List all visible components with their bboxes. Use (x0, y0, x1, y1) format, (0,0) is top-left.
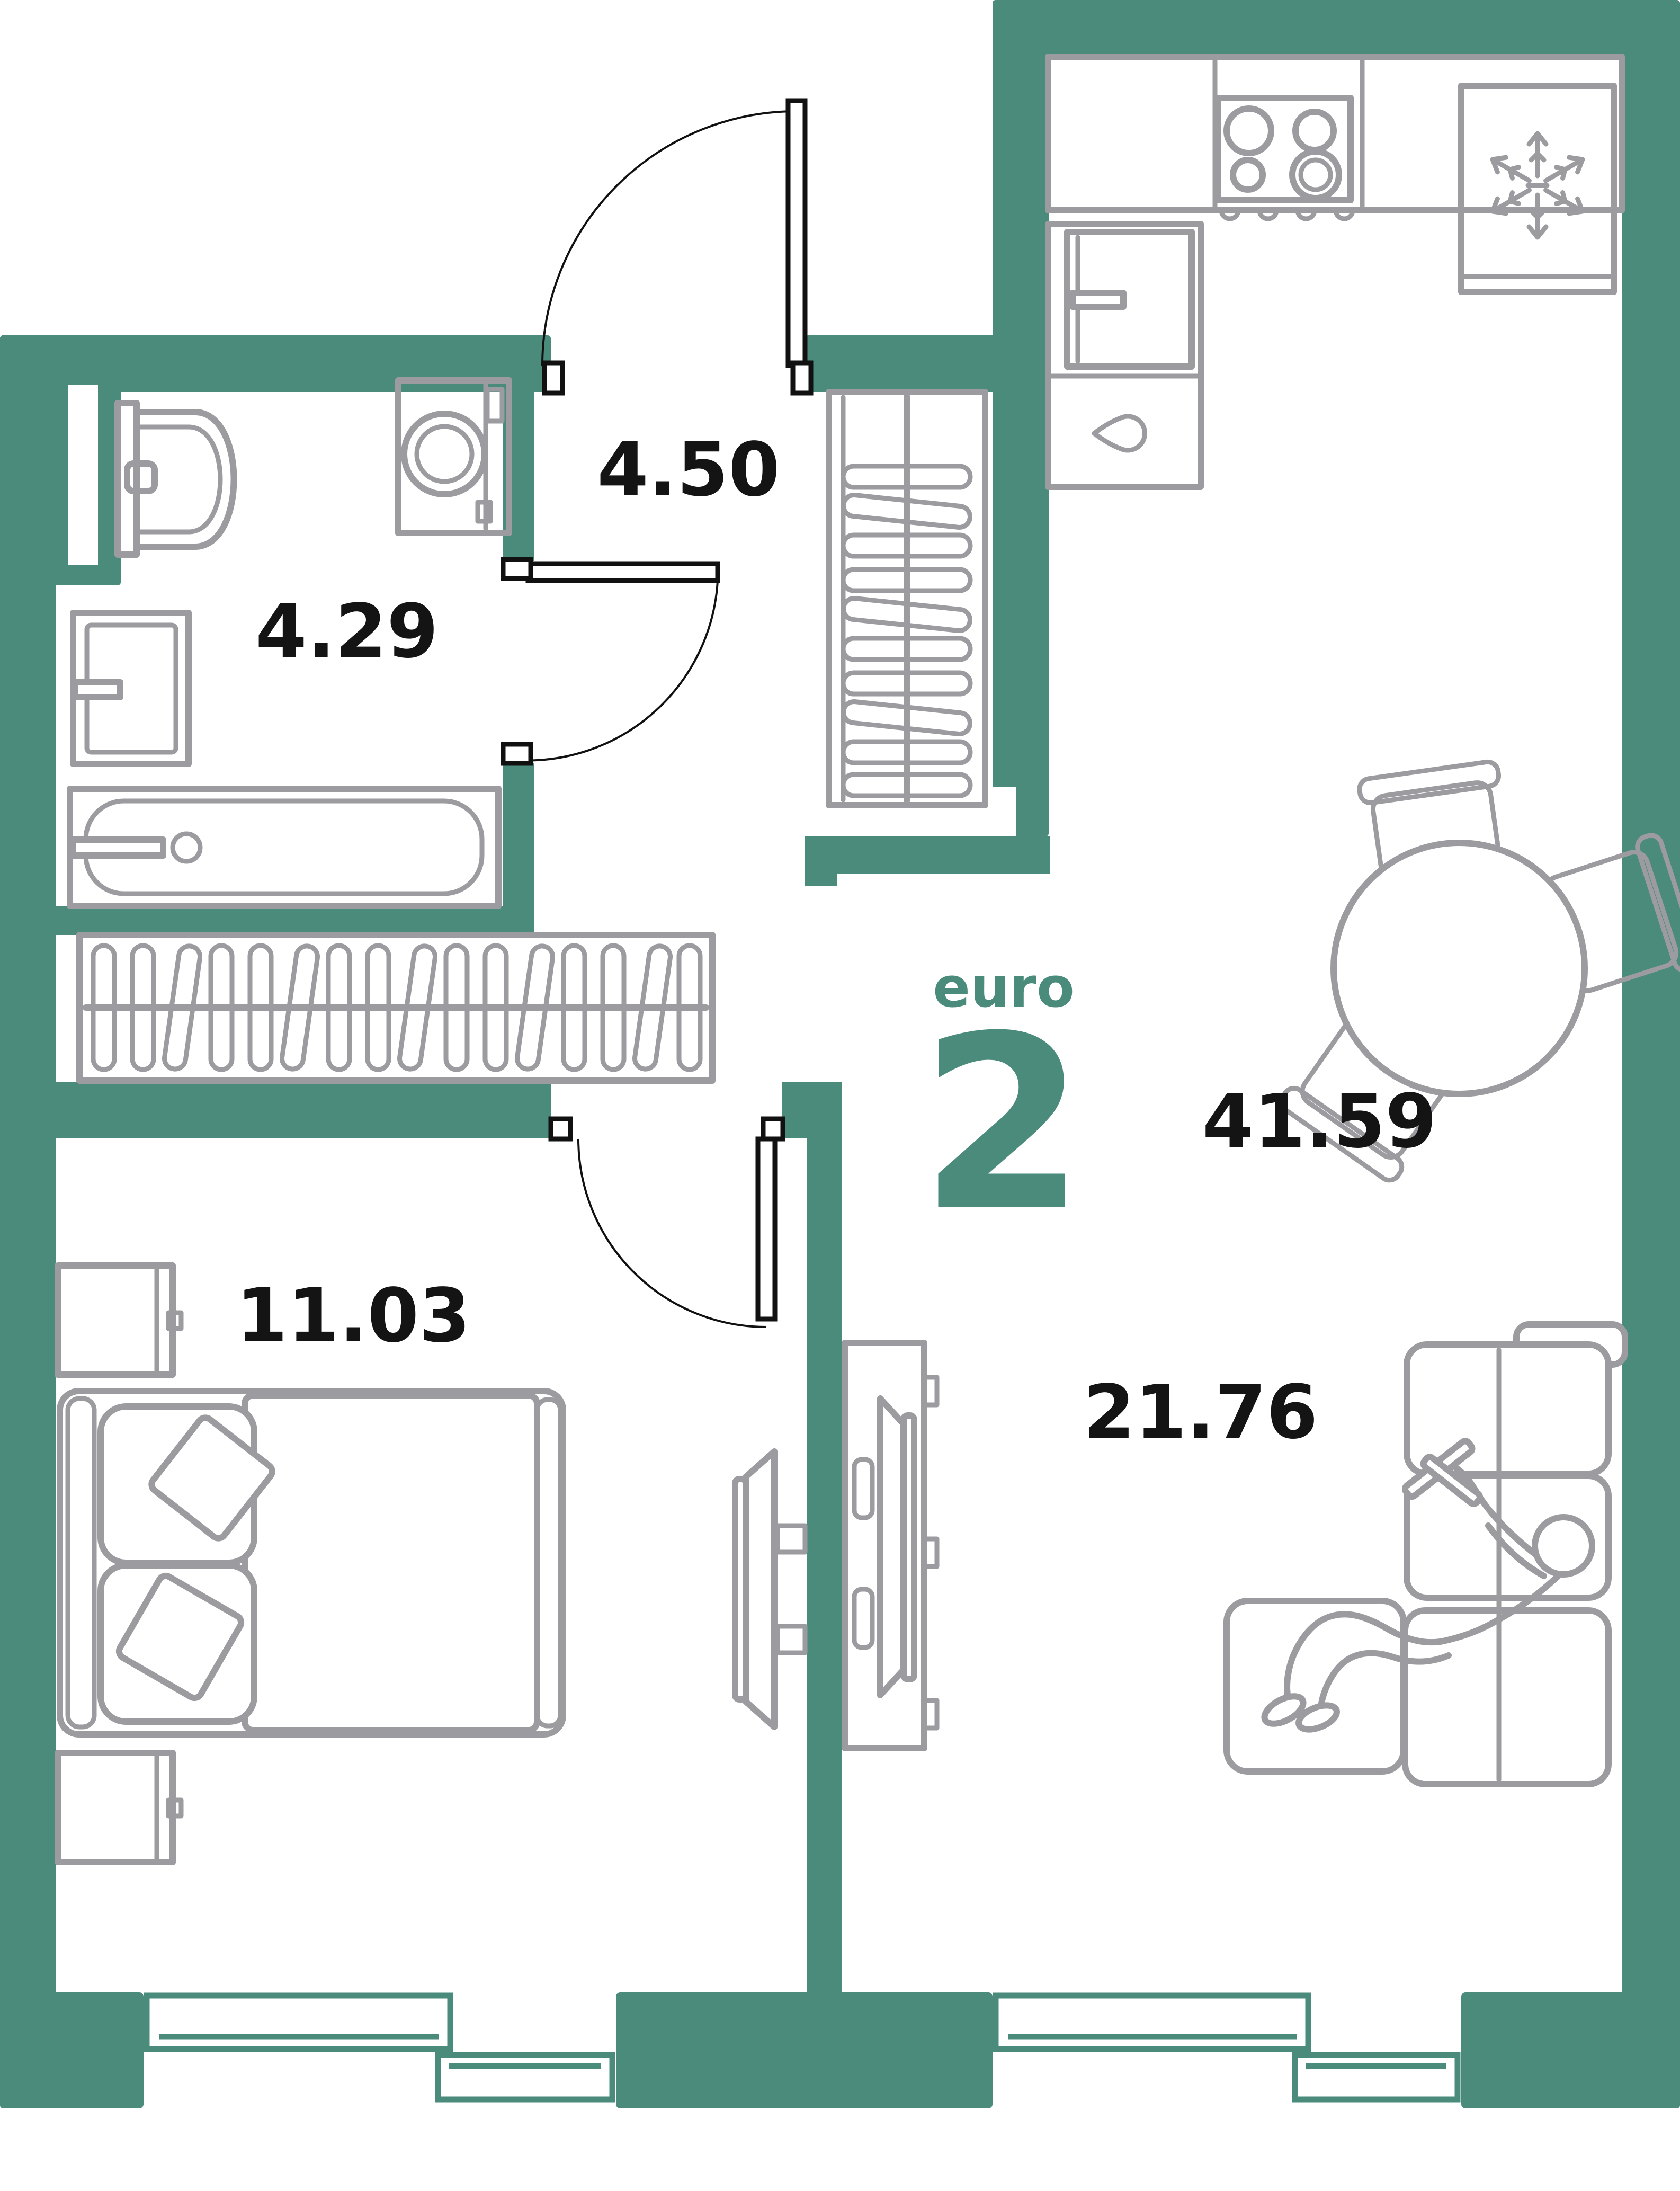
sofa-section (1404, 1341, 1612, 1477)
bathtub-tap (70, 836, 166, 859)
drop-icon (1092, 414, 1148, 453)
wall-bedroom-living (807, 1082, 842, 2014)
rooms-count: 2 (919, 984, 1086, 1263)
pillow (97, 1403, 275, 1566)
wall-hallway-bottom (805, 836, 1050, 874)
tv-bracket (775, 1624, 808, 1655)
person-arm (1485, 1522, 1547, 1579)
bedroom-door (548, 1116, 785, 1328)
person-foot (1295, 1702, 1340, 1733)
snowflake-icon (1490, 131, 1585, 240)
toilet (114, 400, 237, 558)
wall-hallway-stub (805, 874, 837, 886)
pier-bottom-left (0, 1992, 144, 2108)
person-torso (1440, 1571, 1563, 1644)
pillow (97, 1562, 257, 1725)
living-window (993, 1992, 1461, 2103)
living-tv-screen (900, 1412, 917, 1682)
wall-bedroom-top (0, 1082, 551, 1138)
blanket (242, 1392, 540, 1733)
person-leg (1318, 1650, 1452, 1706)
bathroom-door-arc (517, 580, 719, 762)
closet-hangers (841, 464, 973, 798)
stove (1215, 95, 1355, 221)
tv-screen (732, 1476, 749, 1703)
tv-bracket (775, 1523, 808, 1555)
pier-bottom-center (616, 1992, 993, 2108)
bed (57, 1388, 566, 1738)
bedroom-wardrobe (76, 932, 716, 1084)
burner (1230, 157, 1266, 193)
headboard (65, 1396, 97, 1730)
wall-notch (993, 787, 1016, 836)
bathroom-area-label: 4.29 (255, 589, 438, 675)
footboard (534, 1397, 563, 1729)
shaft-niche (68, 385, 98, 565)
kitchen-counter (1045, 54, 1625, 490)
plan-type-label: euro (933, 955, 1074, 1020)
living-area-label: 21.76 (1084, 1369, 1318, 1456)
hallway-area-label: 4.50 (597, 427, 780, 513)
bathroom-door-leaf (525, 561, 720, 583)
nightstand-top (55, 1262, 184, 1378)
bathroom-door (501, 557, 720, 766)
laptop (1401, 1438, 1484, 1507)
sofa-section (1402, 1607, 1612, 1787)
wall-right-exterior (1622, 42, 1680, 2108)
tv-unit-foot (922, 1375, 940, 1408)
kitchen-sink (1064, 229, 1195, 370)
wall-kitchen-top (993, 0, 1680, 57)
bedroom-tv (732, 1448, 808, 1730)
bathtub-drain (170, 831, 203, 864)
entrance-door-leaf (785, 98, 808, 368)
walls (0, 0, 1680, 2108)
sink-tap (72, 679, 123, 700)
person-foot (1261, 1693, 1307, 1727)
bedroom-window (144, 1992, 615, 2103)
wall-top-middle (805, 335, 1049, 392)
total-area: 41.59 (1202, 1079, 1437, 1165)
bedroom-area-label: 11.03 (236, 1273, 471, 1359)
plan-summary: euro 2 41.59 (919, 955, 1437, 1263)
living-tv-unit (842, 1340, 940, 1751)
tv-unit-foot (922, 1698, 940, 1731)
wall-left-exterior (0, 335, 56, 2108)
entrance-door-arc (541, 110, 797, 366)
kitchen-tap (1069, 290, 1127, 310)
wardrobe-hangers (91, 943, 703, 1072)
bathroom-door-jamb-top (501, 557, 533, 581)
entrance-door-jamb-left (542, 360, 565, 396)
bathroom-door-jamb-bottom (501, 742, 533, 766)
sofa-chaise (1223, 1598, 1407, 1775)
nightstand-bottom (55, 1750, 184, 1865)
dining-table (1330, 840, 1588, 1097)
tv-unit-foot (922, 1536, 940, 1569)
person-leg (1284, 1611, 1446, 1701)
wall-bathroom-bottom (0, 906, 534, 935)
hallway-closet (826, 389, 988, 808)
bedroom-door-jamb-right (761, 1116, 785, 1142)
wall-kitchen-left (993, 0, 1049, 836)
person-on-sofa (1261, 1438, 1595, 1733)
entrance-door (541, 98, 814, 396)
wall-shaft (0, 335, 121, 585)
washing-machine (395, 377, 512, 536)
bedroom-door-arc (577, 1138, 767, 1328)
fridge (1458, 83, 1617, 295)
bedroom-door-leaf (755, 1136, 778, 1322)
person-head (1532, 1514, 1595, 1578)
entrance-door-jamb-right (790, 360, 814, 396)
stove-knobs (1219, 208, 1355, 221)
bathtub (67, 786, 502, 909)
burner (1289, 148, 1342, 201)
bedroom-door-jamb-left (548, 1116, 573, 1142)
bathroom-sink (70, 610, 192, 767)
living-tv (877, 1395, 907, 1698)
pier-bottom-right (1461, 1992, 1680, 2108)
burner (1223, 105, 1274, 156)
